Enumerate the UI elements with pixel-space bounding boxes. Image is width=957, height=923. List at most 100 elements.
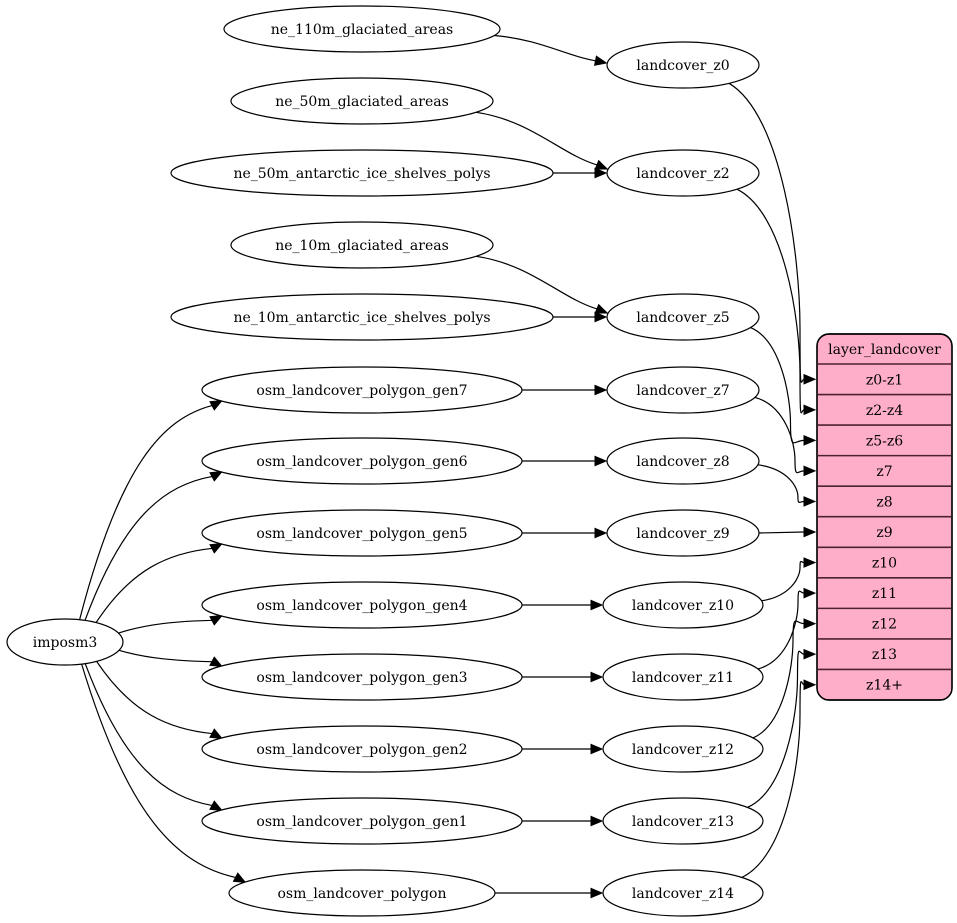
node-osm_landcover_polygon_gen4[interactable]: osm_landcover_polygon_gen4 <box>201 581 523 629</box>
edge-osm_landcover_polygon_gen6-to-landcover_z8-arrowhead <box>594 455 608 467</box>
edge-landcover_z11-to-table-z11-arrowhead <box>803 587 817 599</box>
node-osm_landcover_polygon_gen5[interactable]: osm_landcover_polygon_gen5 <box>201 509 523 557</box>
layer-landcover-row-z13[interactable] <box>817 639 952 670</box>
layer-landcover-row-z14+[interactable] <box>817 669 952 700</box>
node-ne_50m_glaciated_areas[interactable]: ne_50m_glaciated_areas <box>230 77 494 125</box>
edge-ne_10m_glaciated_areas-to-landcover_z5 <box>476 255 599 310</box>
node-landcover_z13[interactable]: landcover_z13 <box>602 797 764 845</box>
node-landcover_z0[interactable]: landcover_z0 <box>606 41 760 89</box>
node-landcover_z14[interactable]: landcover_z14 <box>602 869 764 917</box>
edge-imposm3-to-osm_landcover_polygon_gen6 <box>84 475 214 621</box>
node-osm_landcover_polygon_gen7[interactable]: osm_landcover_polygon_gen7 <box>201 366 523 414</box>
edge-imposm3-to-osm_landcover_polygon_gen3 <box>118 649 214 663</box>
edge-landcover_z0-to-table-z0-z1-arrowhead <box>803 373 817 385</box>
edge-landcover_z7-to-table-z7-arrowhead <box>803 465 817 477</box>
node-landcover_z12[interactable]: landcover_z12 <box>602 725 764 773</box>
edge-imposm3-to-osm_landcover_polygon_gen7 <box>79 404 214 620</box>
node-ne_10m_antarctic_ice_shelves_polys-shape <box>170 293 554 341</box>
layer-landcover-row-z10[interactable] <box>817 547 952 578</box>
edge-ne_50m_antarctic_ice_shelves_polys-to-landcover_z2-arrowhead <box>594 167 608 179</box>
node-landcover_z11[interactable]: landcover_z11 <box>602 653 764 701</box>
node-ne_50m_glaciated_areas-shape <box>230 77 494 125</box>
node-osm_landcover_polygon_gen2-shape <box>201 725 523 773</box>
edge-imposm3-to-osm_landcover_polygon_gen6-arrowhead <box>209 471 223 482</box>
edge-imposm3-to-osm_landcover_polygon_gen1-arrowhead <box>209 800 223 811</box>
node-osm_landcover_polygon_gen2[interactable]: osm_landcover_polygon_gen2 <box>201 725 523 773</box>
node-osm_landcover_polygon[interactable]: osm_landcover_polygon <box>228 869 496 917</box>
node-landcover_z9-shape <box>606 509 760 557</box>
node-osm_landcover_polygon_gen6-shape <box>201 437 523 485</box>
node-landcover_z14-shape <box>602 869 764 917</box>
node-landcover_z5[interactable]: landcover_z5 <box>606 293 760 341</box>
node-osm_landcover_polygon_gen1[interactable]: osm_landcover_polygon_gen1 <box>201 797 523 845</box>
edge-osm_landcover_polygon_gen3-to-landcover_z11-arrowhead <box>590 671 604 683</box>
edges-layer <box>79 34 817 899</box>
edge-landcover_z7-to-table-z7 <box>754 396 805 474</box>
node-landcover_z12-shape <box>602 725 764 773</box>
edge-landcover_z14-to-table-z14+ <box>741 680 805 878</box>
node-landcover_z7-shape <box>606 366 760 414</box>
node-ne_50m_antarctic_ice_shelves_polys-shape <box>170 149 554 197</box>
edge-imposm3-to-osm_landcover_polygon_gen4 <box>118 619 214 634</box>
node-landcover_z2[interactable]: landcover_z2 <box>606 149 760 197</box>
edge-ne_50m_glaciated_areas-to-landcover_z2-arrowhead <box>594 159 609 170</box>
edge-osm_landcover_polygon_gen5-to-landcover_z9-arrowhead <box>594 527 608 539</box>
node-landcover_z0-shape <box>606 41 760 89</box>
edge-imposm3-to-osm_landcover_polygon <box>81 663 237 879</box>
node-landcover_z9[interactable]: landcover_z9 <box>606 509 760 557</box>
edge-imposm3-to-osm_landcover_polygon-arrowhead <box>232 872 247 883</box>
edge-landcover_z0-to-table-z0-z1 <box>728 82 805 383</box>
edge-landcover_z8-to-table-z8-arrowhead <box>803 496 817 507</box>
node-imposm3[interactable]: imposm3 <box>6 618 124 666</box>
layer-landcover-row-z2-z4[interactable] <box>817 395 952 426</box>
layer-landcover-row-z9[interactable] <box>817 517 952 548</box>
node-ne_50m_antarctic_ice_shelves_polys[interactable]: ne_50m_antarctic_ice_shelves_polys <box>170 149 554 197</box>
layer-landcover-row-z11[interactable] <box>817 578 952 609</box>
edge-landcover_z9-to-table-z9 <box>758 531 805 534</box>
node-landcover_z13-shape <box>602 797 764 845</box>
edge-landcover_z10-to-table-z10-arrowhead <box>803 557 817 568</box>
edge-landcover_z5-to-table-z5-z6-arrowhead <box>803 435 817 446</box>
edge-landcover_z13-to-table-z13-arrowhead <box>803 648 817 660</box>
edge-imposm3-to-osm_landcover_polygon_gen2 <box>96 660 214 735</box>
node-osm_landcover_polygon_gen6[interactable]: osm_landcover_polygon_gen6 <box>201 437 523 485</box>
layer-landcover-row-z12[interactable] <box>817 608 952 639</box>
node-ne_10m_glaciated_areas[interactable]: ne_10m_glaciated_areas <box>230 221 494 269</box>
node-ne_10m_antarctic_ice_shelves_polys[interactable]: ne_10m_antarctic_ice_shelves_polys <box>170 293 554 341</box>
edge-imposm3-to-osm_landcover_polygon_gen1 <box>84 663 214 807</box>
layer-landcover-table: layer_landcoverz0-z1z2-z4z5-z6z7z8z9z10z… <box>816 333 953 701</box>
edge-osm_landcover_polygon-to-landcover_z14-arrowhead <box>590 887 604 899</box>
edge-imposm3-to-osm_landcover_polygon_gen3-arrowhead <box>209 656 223 667</box>
edge-ne_10m_glaciated_areas-to-landcover_z5-arrowhead <box>594 303 609 314</box>
node-landcover_z10[interactable]: landcover_z10 <box>602 581 764 629</box>
edge-imposm3-to-osm_landcover_polygon_gen7-arrowhead <box>209 400 223 411</box>
nodes-layer: imposm3 ne_110m_glaciated_areas ne_50m_gla… <box>6 5 764 917</box>
edge-landcover_z8-to-table-z8 <box>757 464 805 504</box>
node-landcover_z7[interactable]: landcover_z7 <box>606 366 760 414</box>
edge-imposm3-to-osm_landcover_polygon_gen5-arrowhead <box>209 543 223 554</box>
edge-landcover_z14-to-table-z14+-arrowhead <box>803 679 817 691</box>
layer-landcover-row-z5-z6[interactable] <box>817 425 952 456</box>
edge-osm_landcover_polygon_gen4-to-landcover_z10-arrowhead <box>590 599 604 611</box>
node-landcover_z8[interactable]: landcover_z8 <box>606 437 760 485</box>
node-osm_landcover_polygon_gen3-shape <box>201 653 523 701</box>
layer-landcover-row-z7[interactable] <box>817 456 952 487</box>
edge-landcover_z12-to-table-z12-arrowhead <box>803 618 817 629</box>
node-landcover_z11-shape <box>602 653 764 701</box>
node-landcover_z10-shape <box>602 581 764 629</box>
edge-landcover_z5-to-table-z5-z6 <box>750 327 805 444</box>
layer-landcover-row-z8[interactable] <box>817 486 952 517</box>
edge-ne_10m_antarctic_ice_shelves_polys-to-landcover_z5-arrowhead <box>594 311 608 323</box>
node-osm_landcover_polygon_gen7-shape <box>201 366 523 414</box>
node-imposm3-shape <box>6 618 124 666</box>
node-ne_110m_glaciated_areas[interactable]: ne_110m_glaciated_areas <box>223 5 501 53</box>
node-osm_landcover_polygon_gen3[interactable]: osm_landcover_polygon_gen3 <box>201 653 523 701</box>
edge-osm_landcover_polygon_gen2-to-landcover_z12-arrowhead <box>590 743 604 755</box>
layer-landcover-row-z0-z1[interactable] <box>817 364 952 395</box>
node-osm_landcover_polygon_gen5-shape <box>201 509 523 557</box>
edge-osm_landcover_polygon_gen7-to-landcover_z7-arrowhead <box>594 384 608 396</box>
edge-osm_landcover_polygon_gen1-to-landcover_z13-arrowhead <box>590 815 604 827</box>
node-landcover_z2-shape <box>606 149 760 197</box>
